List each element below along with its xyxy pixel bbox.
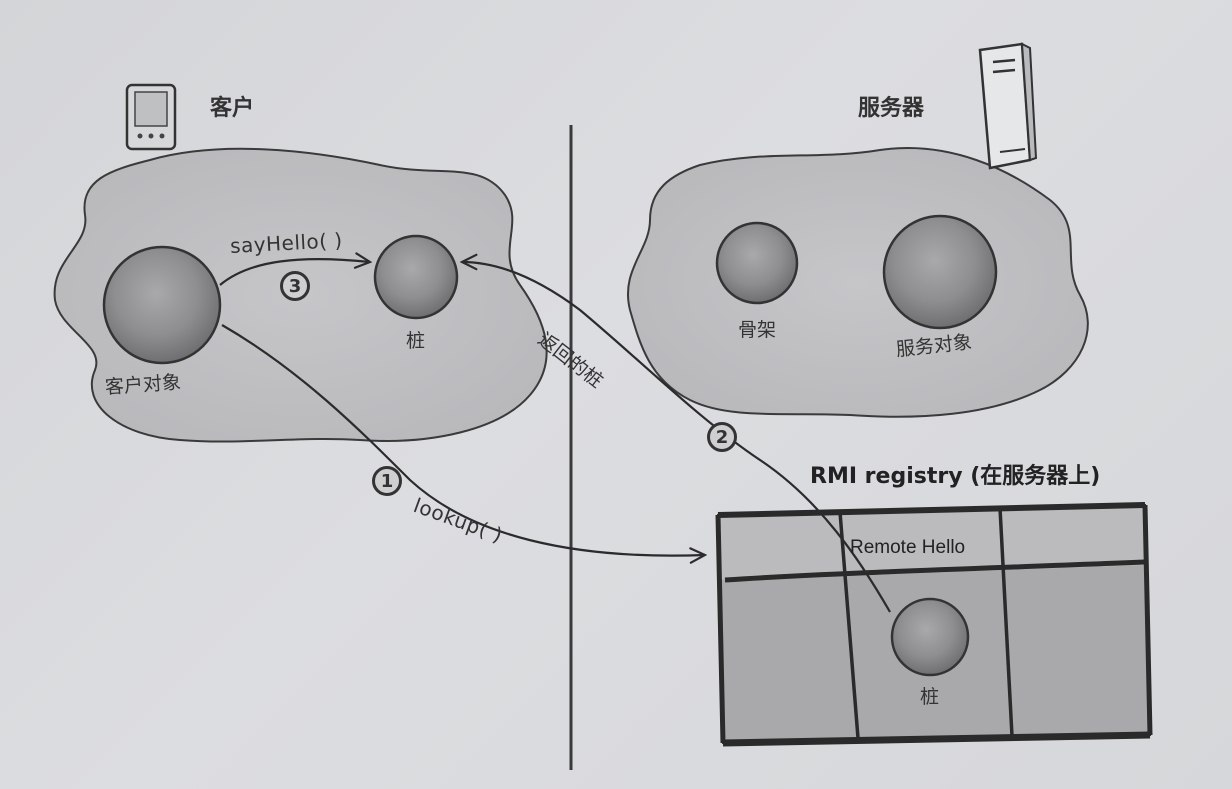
server-cloud bbox=[627, 147, 1089, 418]
server-tower-icon bbox=[978, 42, 1038, 170]
step-1-badge: 1 bbox=[372, 466, 402, 496]
client-object-label: 客户对象 bbox=[104, 371, 182, 399]
step-3-badge: 3 bbox=[280, 271, 310, 301]
say-hello-arrow bbox=[219, 259, 370, 286]
skeleton-ball bbox=[715, 221, 799, 305]
client-stub-label: 桩 bbox=[406, 330, 426, 352]
registry-entry-label: Remote Hello bbox=[850, 537, 966, 558]
client-title: 客户 bbox=[210, 96, 255, 121]
client-object-ball bbox=[102, 245, 222, 365]
client-device-icon bbox=[125, 83, 177, 151]
client-stub-ball bbox=[373, 234, 459, 320]
registry-title: RMI registry (在服务器上) bbox=[810, 464, 1101, 489]
registry-stub-ball bbox=[890, 597, 970, 677]
lookup-arrow bbox=[221, 324, 705, 556]
server-title: 服务器 bbox=[858, 96, 925, 121]
step-2-badge: 2 bbox=[707, 422, 737, 452]
registry-stub-label: 桩 bbox=[920, 686, 940, 708]
returned-stub-arrow bbox=[462, 262, 891, 613]
say-hello-label: sayHello( ) bbox=[229, 228, 344, 258]
service-object-ball bbox=[882, 214, 998, 330]
skeleton-label: 骨架 bbox=[738, 319, 777, 341]
